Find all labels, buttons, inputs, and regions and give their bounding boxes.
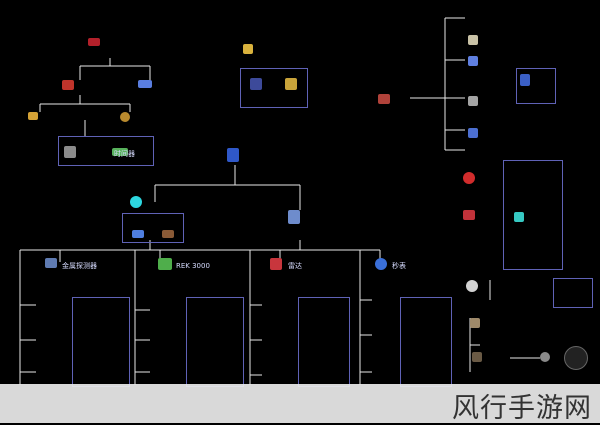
- combo-box-top-left: [58, 136, 154, 166]
- item-icon-tiny-box: [472, 352, 482, 362]
- item-icon-cyan-star: [130, 196, 142, 208]
- item-icon-compass: [466, 280, 478, 292]
- item-icon-box-left: [250, 78, 262, 90]
- item-icon-radar: [270, 258, 282, 270]
- item-icon-metal-detector: [45, 258, 57, 268]
- item-icon-map: [520, 74, 530, 86]
- item-icon-blue-feather: [468, 128, 478, 138]
- item-icon-tool: [64, 146, 76, 158]
- item-icon-blue-bar: [138, 80, 152, 88]
- header-stopwatch: 秒表: [392, 262, 406, 270]
- item-icon-blue-crystal: [468, 56, 478, 66]
- watermark-logo: [564, 346, 588, 370]
- item-icon-green-gem: [112, 148, 128, 156]
- item-icon-cyan-potion: [514, 212, 524, 222]
- item-icon-gold-helmet: [243, 44, 253, 54]
- item-icon-red-shard: [62, 80, 74, 90]
- item-icon-gray-orb: [540, 352, 550, 362]
- combo-box-column-1: [72, 297, 130, 387]
- item-icon-gold-coin: [120, 112, 130, 122]
- combo-box-top-right: [516, 68, 556, 104]
- item-icon-blue-case: [132, 230, 144, 238]
- combo-box-column-4: [400, 297, 452, 387]
- item-icon-wrench: [468, 96, 478, 106]
- item-icon-fairy: [468, 35, 478, 45]
- combo-box-center: [122, 213, 184, 243]
- header-combo: 时间器: [114, 150, 135, 158]
- item-icon-brown-case: [162, 230, 174, 238]
- item-icon-red-flower: [463, 172, 475, 184]
- combo-box-top-center: [240, 68, 308, 108]
- item-icon-cellphone: [227, 148, 239, 162]
- item-icon-red-bow: [463, 210, 475, 220]
- combo-box-column-3: [298, 297, 350, 387]
- header-metal-detector: 金属探测器: [62, 262, 97, 270]
- item-icon-stopwatch: [375, 258, 387, 270]
- item-icon-map-small: [470, 318, 480, 328]
- item-icon-gold-ring: [28, 112, 38, 120]
- item-icon-pda: [288, 210, 300, 224]
- watermark-text: 风行手游网: [452, 393, 592, 424]
- header-radar: 雷达: [288, 262, 302, 270]
- combo-box-right-small: [553, 278, 593, 308]
- combo-box-column-2: [186, 297, 244, 387]
- item-icon-red-ring: [88, 38, 100, 46]
- item-icon-box-right: [285, 78, 297, 90]
- watermark-bar: [0, 384, 600, 423]
- item-icon-rek: [158, 258, 172, 270]
- header-rek: REK 3000: [176, 262, 210, 270]
- combo-box-right-mid: [503, 160, 563, 270]
- item-icon-toolbox: [378, 94, 390, 104]
